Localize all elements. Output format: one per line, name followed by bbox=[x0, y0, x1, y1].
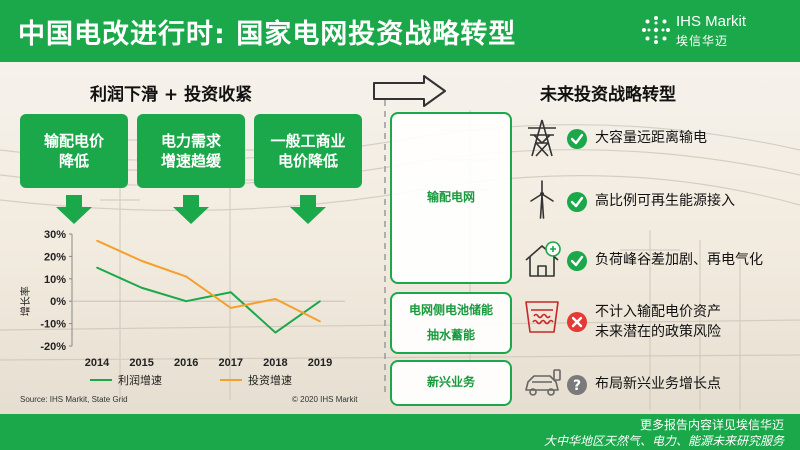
cross-icon bbox=[567, 312, 587, 332]
check-icon bbox=[567, 129, 587, 149]
y-tick-label: 30% bbox=[44, 229, 66, 241]
check-icon bbox=[567, 251, 587, 271]
y-tick-label: -10% bbox=[40, 319, 66, 331]
factor-box-demand-growth: 电力需求增速趋缓 bbox=[137, 114, 245, 188]
x-tick-label: 2017 bbox=[219, 357, 243, 369]
category-label-line1: 电网侧电池储能 bbox=[408, 302, 493, 317]
factor-box-line2: 降低 bbox=[58, 152, 89, 170]
logo-name: IHS Markit bbox=[676, 13, 747, 30]
factor-box-line1: 一般工商业 bbox=[270, 131, 346, 150]
copyright-note: © 2020 IHS Markit bbox=[292, 395, 358, 404]
footer-line1: 更多报告内容详见埃信华迈 bbox=[639, 418, 784, 432]
y-tick-label: 20% bbox=[44, 251, 66, 263]
item-new-growth: 布局新兴业务增长点 bbox=[595, 376, 721, 392]
data-point bbox=[230, 307, 232, 309]
data-point bbox=[274, 298, 277, 300]
y-tick-label: 10% bbox=[44, 274, 66, 286]
transmission-tower-icon bbox=[528, 119, 556, 157]
item-renewables: 高比例可再生能源接入 bbox=[595, 193, 735, 209]
data-point bbox=[185, 300, 187, 302]
category-grid: 输配电网 bbox=[390, 112, 512, 284]
category-label: 输配电网 bbox=[426, 190, 475, 205]
logo-subtitle: 埃信华迈 bbox=[676, 34, 729, 48]
x-tick-label: 2018 bbox=[263, 357, 287, 369]
ihs-markit-logo: IHS Markit 埃信华迈 bbox=[640, 12, 790, 52]
item-policy-risk: 不计入输配电价资产未来潜在的政策风险 bbox=[595, 304, 721, 341]
factor-box-line1: 输配电价 bbox=[43, 131, 104, 150]
footer-bar: 更多报告内容详见埃信华迈 大中华地区天然气、电力、能源未来研究服务 bbox=[0, 414, 800, 450]
category-storage: 电网侧电池储能抽水蓄能 bbox=[390, 292, 512, 354]
series-line-利润增速 bbox=[96, 266, 321, 334]
page-title: 中国电改进行时: 国家电网投资战略转型 bbox=[18, 19, 517, 50]
down-arrow-icon bbox=[56, 195, 92, 224]
series-line-投资增速 bbox=[96, 239, 321, 323]
data-point bbox=[319, 300, 321, 302]
legend-label: 投资增速 bbox=[248, 373, 292, 387]
down-arrow-icon bbox=[290, 195, 326, 224]
y-tick-label: 0% bbox=[50, 296, 66, 308]
logo-burst-icon bbox=[642, 16, 670, 44]
legend-label: 利润增速 bbox=[118, 373, 162, 387]
left-heading: 利润下滑 + 投资收紧 bbox=[90, 85, 253, 105]
category-new-business: 新兴业务 bbox=[390, 360, 512, 406]
house-plug-icon bbox=[525, 241, 561, 277]
item-long-distance: 大容量远距离输电 bbox=[595, 130, 707, 146]
x-tick-label: 2014 bbox=[85, 357, 110, 369]
factor-box-commercial-price: 一般工商业电价降低 bbox=[254, 114, 362, 188]
pumped-storage-icon bbox=[525, 301, 559, 333]
y-axis-label: 增长率 bbox=[19, 286, 32, 316]
y-tick-label: -20% bbox=[40, 341, 66, 353]
data-point bbox=[96, 266, 98, 269]
question-icon: ? bbox=[567, 375, 587, 395]
title-bar: 中国电改进行时: 国家电网投资战略转型 IHS Markit 埃信华迈 bbox=[0, 0, 800, 62]
down-arrow-icon bbox=[173, 195, 209, 224]
factor-box-line2: 电价降低 bbox=[277, 152, 338, 170]
x-tick-label: 2019 bbox=[308, 357, 332, 369]
data-point bbox=[96, 239, 98, 242]
factor-box-line2: 增速趋缓 bbox=[160, 152, 221, 170]
data-point bbox=[319, 320, 321, 323]
check-icon bbox=[567, 192, 587, 212]
x-tick-label: 2015 bbox=[129, 357, 153, 369]
x-tick-label: 2016 bbox=[174, 357, 198, 369]
factor-box-line1: 电力需求 bbox=[160, 131, 221, 150]
right-heading: 未来投资战略转型 bbox=[540, 85, 676, 105]
electric-car-icon bbox=[525, 369, 561, 396]
footer-line2: 大中华地区天然气、电力、能源未来研究服务 bbox=[543, 434, 784, 448]
growth-rate-line-chart: 30% 20% 10% 0% -10% -20% 2014 2015 2016 2017 2018 2… bbox=[19, 229, 345, 387]
data-point bbox=[274, 331, 277, 334]
source-note: Source: IHS Markit, State Grid bbox=[20, 395, 128, 404]
data-point bbox=[230, 291, 232, 294]
right-arrow-icon bbox=[373, 75, 446, 107]
data-point bbox=[185, 275, 187, 278]
svg-text:?: ? bbox=[573, 378, 581, 394]
wind-turbine-icon bbox=[530, 180, 554, 219]
category-label: 新兴业务 bbox=[426, 375, 475, 390]
data-point bbox=[140, 286, 143, 289]
data-point bbox=[140, 260, 143, 262]
category-label-line2: 抽水蓄能 bbox=[426, 328, 475, 342]
factor-box-transmission-price: 输配电价降低 bbox=[20, 114, 128, 188]
item-peak-valley: 负荷峰谷差加剧、再电气化 bbox=[595, 252, 763, 268]
